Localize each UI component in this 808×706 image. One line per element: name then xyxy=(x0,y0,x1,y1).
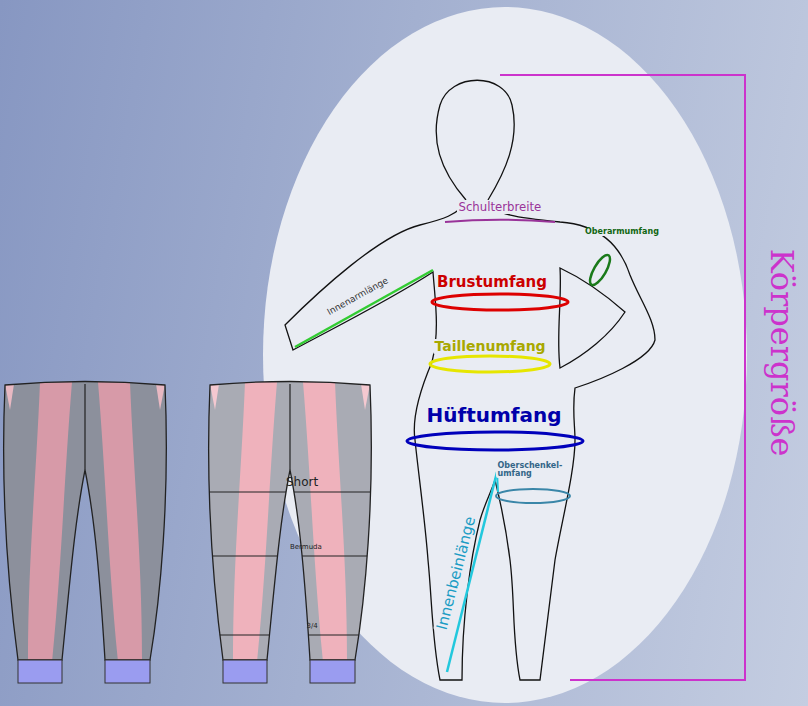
length-label: Short xyxy=(286,476,318,489)
arm-gap-outline xyxy=(559,268,625,368)
hip-ring xyxy=(407,432,583,450)
measure-label: Innenarmlänge xyxy=(324,275,392,319)
oval-ground xyxy=(263,7,747,703)
inner-arm-line xyxy=(295,270,433,347)
measure-label: Innenbeinlänge xyxy=(433,512,479,633)
thigh-ring xyxy=(496,489,570,503)
pants-lengths xyxy=(205,382,375,684)
measure-label: Brustumfang xyxy=(435,274,549,291)
upper-arm-ring xyxy=(586,252,613,287)
shoulder-mark xyxy=(445,220,555,222)
waist-ring xyxy=(430,356,550,372)
measure-label: Schulterbreite xyxy=(457,200,544,214)
body-figure xyxy=(285,80,655,680)
measure-label: Taillenumfang xyxy=(433,339,548,354)
length-label: Bermuda xyxy=(290,544,322,552)
length-label: 3/4 xyxy=(307,623,318,631)
measure-label: Oberarmumfang xyxy=(583,228,661,237)
height-label: Körpergröße xyxy=(764,248,799,456)
chest-ring xyxy=(432,294,568,310)
height-bracket xyxy=(500,75,745,680)
measure-label: Hüftumfang xyxy=(425,404,564,426)
pants-plain xyxy=(4,382,167,684)
head-outline xyxy=(436,80,514,200)
measure-label: Oberschenkel- umfang xyxy=(496,462,565,479)
